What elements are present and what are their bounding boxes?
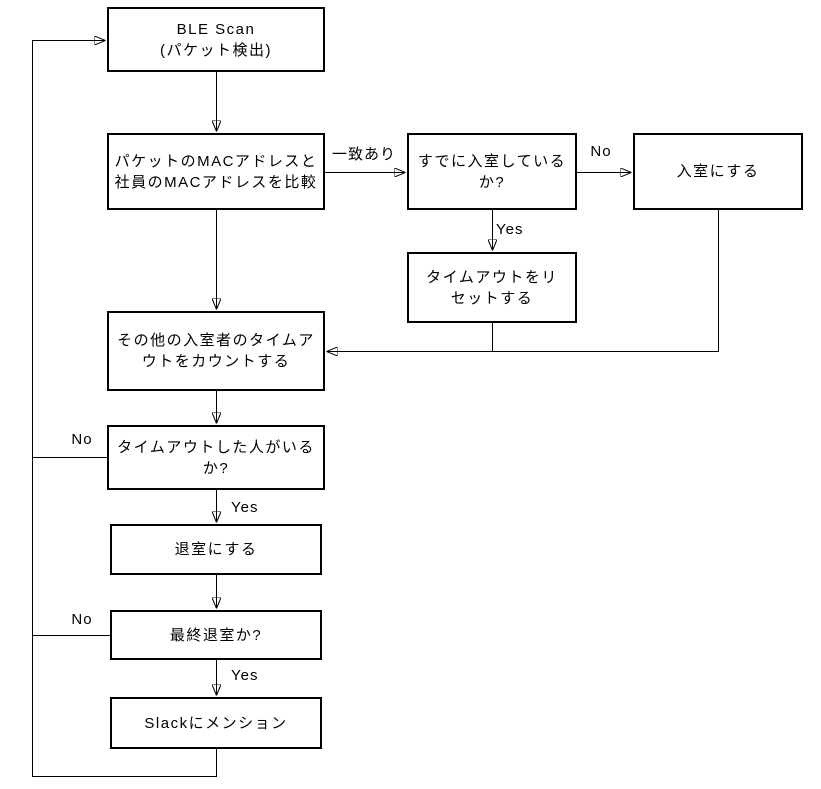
node-set-entered-label: 入室にする bbox=[676, 163, 760, 180]
node-set-exited-label: 退室にする bbox=[174, 541, 258, 558]
node-count-timeout-label: その他の入室者のタイムア ウトをカウントする bbox=[117, 332, 315, 370]
edge-label-no-already-entered: No bbox=[590, 143, 612, 160]
connector-loop-back-to-scan bbox=[32, 41, 217, 777]
edge-label-yes-anyone-timeout: Yes bbox=[231, 499, 259, 516]
edge-label-no-anyone-timeout: No bbox=[71, 431, 93, 448]
edge-label-match-found: 一致あり bbox=[331, 146, 396, 163]
node-compare-mac-label: パケットのMACアドレスと 社員のMACアドレスを比較 bbox=[114, 152, 318, 191]
node-anyone-timeout: タイムアウトした人がいる か? bbox=[107, 425, 325, 490]
node-ble-scan: BLE Scan (パケット検出) bbox=[107, 7, 325, 72]
node-reset-timeout-label: タイムアウトをリ セットする bbox=[426, 268, 558, 307]
node-final-exit: 最終退室か? bbox=[110, 610, 322, 660]
node-compare-mac: パケットのMACアドレスと 社員のMACアドレスを比較 bbox=[107, 133, 325, 210]
edge-label-no-final-exit: No bbox=[71, 611, 93, 628]
node-ble-scan-label: BLE Scan (パケット検出) bbox=[160, 20, 272, 59]
node-already-entered: すでに入室している か? bbox=[407, 133, 577, 210]
edge-label-yes-final-exit: Yes bbox=[231, 667, 259, 684]
node-set-entered: 入室にする bbox=[633, 133, 803, 210]
connector-set-entered-to-count-timeout bbox=[327, 210, 719, 352]
node-already-entered-label: すでに入室している か? bbox=[417, 152, 567, 191]
node-set-exited: 退室にする bbox=[110, 524, 322, 575]
node-count-timeout: その他の入室者のタイムア ウトをカウントする bbox=[107, 311, 325, 391]
node-slack-mention: Slackにメンション bbox=[110, 697, 322, 749]
edge-label-yes-already-entered: Yes bbox=[496, 221, 524, 238]
node-reset-timeout: タイムアウトをリ セットする bbox=[407, 252, 577, 323]
node-final-exit-label: 最終退室か? bbox=[169, 626, 263, 644]
node-anyone-timeout-label: タイムアウトした人がいる か? bbox=[117, 438, 315, 477]
node-slack-mention-label: Slackにメンション bbox=[144, 714, 288, 732]
